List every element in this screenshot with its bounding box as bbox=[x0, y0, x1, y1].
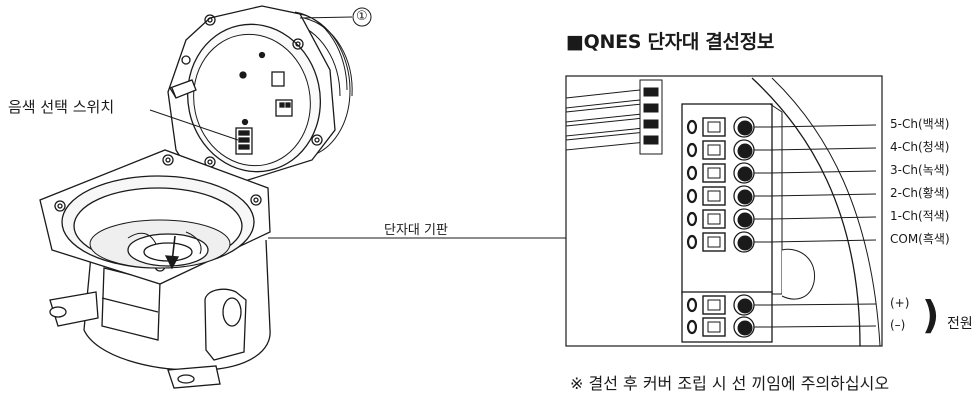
lever-mark bbox=[686, 165, 698, 181]
lever-mark bbox=[686, 297, 698, 313]
terminal-leader-line bbox=[754, 170, 877, 174]
clamp-screw bbox=[737, 166, 753, 182]
terminal-leader-line bbox=[754, 216, 877, 220]
channel-terminal bbox=[686, 162, 755, 184]
switch-leader bbox=[149, 109, 239, 141]
wire-entry-inner bbox=[707, 321, 721, 333]
channel-terminal bbox=[686, 231, 755, 253]
lever-mark bbox=[686, 188, 698, 204]
channel-terminal bbox=[686, 116, 755, 138]
upper-board bbox=[167, 5, 353, 183]
wire-entry-inner bbox=[707, 299, 721, 311]
clamp-screw bbox=[737, 120, 753, 136]
terminal-leader-line bbox=[754, 303, 877, 306]
channel-label-4: 4-Ch(청색) bbox=[890, 140, 950, 154]
wire-entry-inner bbox=[707, 236, 721, 248]
terminal-leader-line bbox=[754, 124, 877, 128]
tone-switch-label: 음색 선택 스위치 bbox=[8, 98, 115, 116]
terminal-marks bbox=[686, 116, 755, 338]
speaker-housing bbox=[39, 149, 271, 389]
assembly-note: ※ 결선 후 커버 조립 시 선 끼임에 주의하십시오 bbox=[570, 374, 890, 393]
power-minus-label: (–) bbox=[890, 318, 906, 332]
wire-entry-inner bbox=[707, 121, 721, 133]
channel-terminal bbox=[686, 139, 755, 161]
terminal-leaders bbox=[754, 124, 877, 328]
wire-entry-inner bbox=[707, 144, 721, 156]
channel-terminal bbox=[686, 185, 755, 207]
channel-label-3: 3-Ch(녹색) bbox=[890, 163, 950, 177]
channel-label-com: COM(흑색) bbox=[890, 232, 950, 246]
terminal-leader-line bbox=[754, 193, 877, 197]
power-terminal bbox=[686, 294, 755, 316]
lever-mark bbox=[686, 319, 698, 335]
terminal-leader-line bbox=[754, 239, 877, 243]
callout-circle bbox=[352, 7, 372, 27]
wire-entry-inner bbox=[707, 167, 721, 179]
power-brace: ) bbox=[922, 293, 940, 337]
lever-mark bbox=[686, 234, 698, 250]
terminal-detail bbox=[565, 75, 883, 347]
channel-terminal bbox=[686, 208, 755, 230]
clamp-screw bbox=[737, 189, 753, 205]
channel-label-1: 1-Ch(적색) bbox=[890, 209, 950, 223]
lever-mark bbox=[686, 211, 698, 227]
wire-entry-inner bbox=[707, 190, 721, 202]
clamp-screw bbox=[737, 143, 753, 159]
clamp-screw bbox=[737, 320, 753, 336]
callout-leader bbox=[299, 16, 353, 19]
lever-mark bbox=[686, 119, 698, 135]
terminal-leader-line bbox=[754, 325, 877, 328]
channel-label-2: 2-Ch(황색) bbox=[890, 186, 950, 200]
power-label: 전원 bbox=[947, 316, 973, 332]
callout-number: ① bbox=[356, 9, 368, 24]
channel-label-5: 5-Ch(백색) bbox=[890, 117, 950, 131]
lever-mark bbox=[686, 142, 698, 158]
clamp-screw bbox=[737, 235, 753, 251]
clamp-screw bbox=[737, 298, 753, 314]
terminal-leader-line bbox=[754, 147, 877, 151]
terminal-board-label: 단자대 기판 bbox=[384, 223, 448, 238]
wire-entry-inner bbox=[707, 213, 721, 225]
diagram-title: ■QNES 단자대 결선정보 bbox=[566, 31, 775, 53]
clamp-screw bbox=[737, 212, 753, 228]
power-plus-label: (+) bbox=[890, 296, 910, 310]
power-terminal bbox=[686, 316, 755, 338]
